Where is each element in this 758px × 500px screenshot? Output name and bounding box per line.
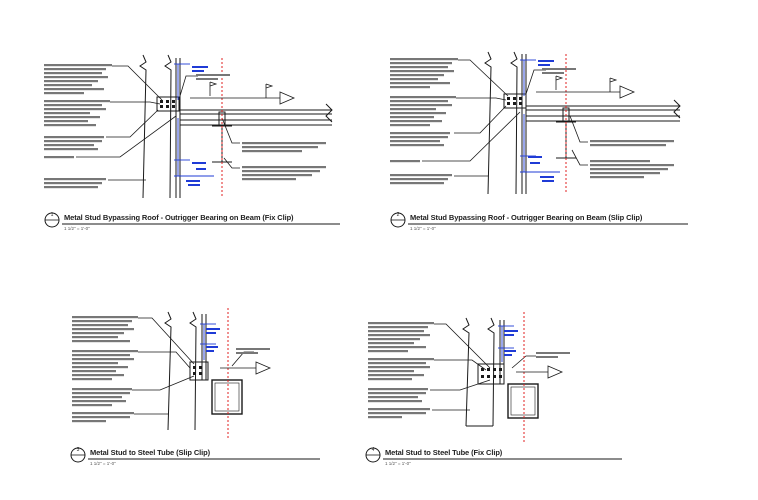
detail-4-dimensions [498, 325, 514, 362]
detail-2-title: Metal Stud Bypassing Roof - Outrigger Be… [410, 213, 643, 222]
detail-4-markers [516, 365, 564, 379]
detail-1-clip [156, 96, 180, 112]
detail-4-scale: 1 1/2" = 1'-0" [385, 461, 411, 466]
detail-2-clip [503, 93, 527, 109]
detail-3-clip [189, 361, 209, 381]
detail-3-dim-text [206, 328, 220, 352]
detail-1-dimensions [174, 63, 214, 177]
detail-3-drawing [70, 308, 320, 463]
detail-2-dim-text [528, 60, 554, 182]
detail-4-clip [477, 363, 505, 385]
detail-4-drawing [365, 312, 622, 463]
detail-4-notes [368, 322, 434, 419]
detail-2-markers [536, 75, 636, 99]
detail-3-fasteners [193, 366, 202, 375]
detail-3-dimensions [200, 323, 216, 360]
detail-1-markers [190, 81, 296, 105]
detail-4-steel-tube [507, 383, 539, 419]
detail-3-notes [72, 316, 138, 423]
detail-3-stud-wall [164, 311, 207, 431]
detail-4-leaders [430, 323, 536, 411]
detail-2-stud-wall [484, 51, 527, 195]
detail-1-number: 1 [50, 212, 54, 218]
detail-3-right-notes [236, 348, 270, 354]
detail-4-stud-wall [462, 317, 505, 427]
detail-2-scale: 1 1/2" = 1'-0" [410, 226, 436, 231]
detail-4-dim-text [504, 330, 518, 356]
detail-1-leaders [76, 65, 240, 181]
detail-2-roof-deck [526, 99, 681, 122]
detail-3-number: 3 [76, 447, 80, 453]
detail-3-markers [220, 361, 272, 375]
detail-3-scale: 1 1/2" = 1'-0" [90, 461, 116, 466]
detail-2-right-notes [542, 68, 674, 179]
detail-4-number: 4 [371, 447, 375, 453]
detail-3-title: Metal Stud to Steel Tube (Slip Clip) [90, 448, 211, 457]
detail-1-drawing [44, 54, 340, 228]
detail-2-notes [390, 58, 458, 185]
detail-1-title: Metal Stud Bypassing Roof - Outrigger Be… [64, 213, 294, 222]
detail-4-right-notes [536, 352, 570, 358]
detail-1-notes [44, 64, 112, 189]
detail-2-fasteners [507, 97, 522, 105]
detail-1-stud-wall [139, 54, 181, 199]
detail-1-fasteners [160, 100, 175, 108]
detail-1-right-notes [196, 74, 326, 181]
detail-1-roof-deck [180, 103, 333, 126]
detail-1-scale: 1 1/2" = 1'-0" [64, 226, 90, 231]
detail-1-dim-text [186, 66, 208, 186]
detail-2-number: 2 [396, 212, 400, 218]
detail-4-title: Metal Stud to Steel Tube (Fix Clip) [385, 448, 503, 457]
detail-3-steel-tube [211, 379, 243, 415]
detail-4-fasteners [481, 368, 502, 378]
detail-2-drawing [390, 51, 688, 228]
